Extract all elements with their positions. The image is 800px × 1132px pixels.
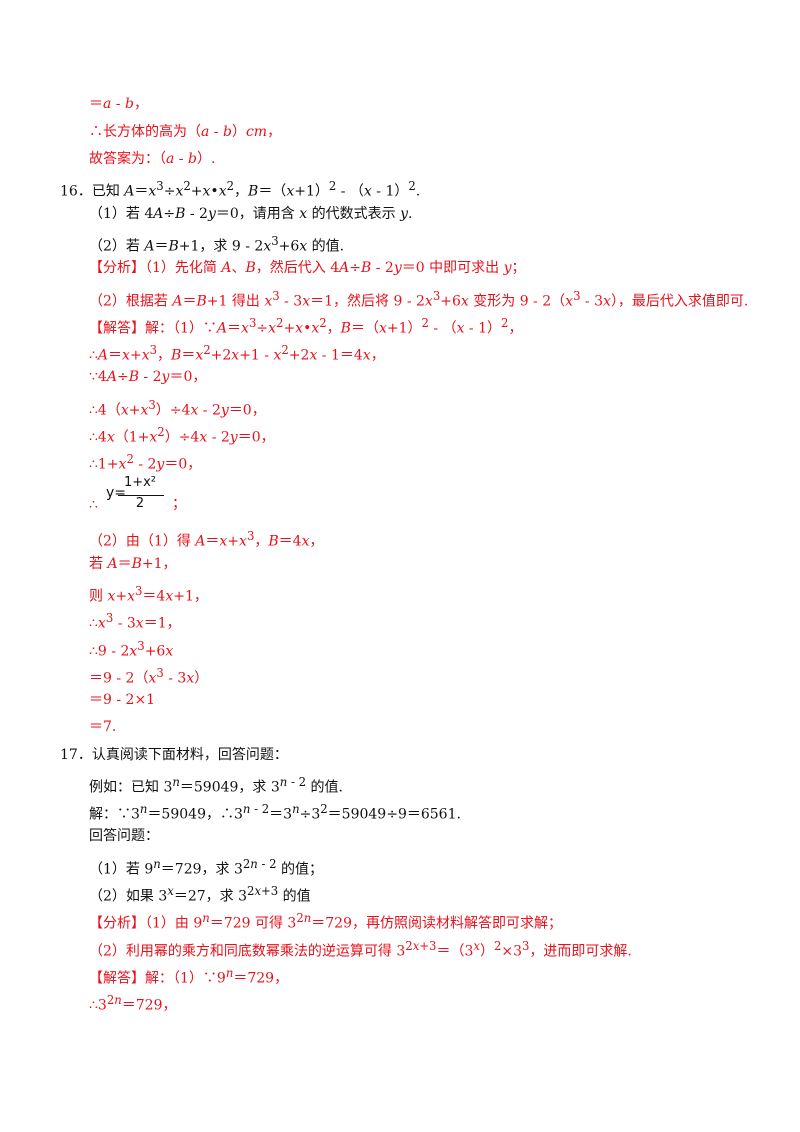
- text-line-l28: 回答问题：: [89, 828, 159, 844]
- text-line-l33: 【解答】解：（1）∵9n＝729，: [89, 966, 289, 987]
- text-line-l15: ∴: [89, 497, 98, 513]
- text-line-l05: （1）若 4A÷B - 2y＝0，请用含 x 的代数式表示 y.: [89, 206, 413, 222]
- text-line-l27: 解：∵3n＝59049，∴3n - 2＝3n÷32＝59049÷9＝6561.: [89, 802, 461, 823]
- text-line-l30: （2）如果 3x＝27，求 32x+3 的值: [89, 884, 311, 905]
- text-line-l21: ∴9 - 2x3+6x: [89, 639, 174, 660]
- text-line-l13: ∴4x（1+x2）÷4x - 2y＝0，: [89, 425, 275, 446]
- text-line-l06: （2）若 A＝B+1，求 9 - 2x3+6x 的值.: [89, 234, 345, 255]
- fraction-bar: [118, 495, 164, 496]
- text-line-l18: 若 A＝B+1，: [89, 556, 177, 572]
- text-line-l34: ∴32n＝729，: [89, 993, 177, 1014]
- text-line-l32: （2）利用幂的乘方和同底数幂乘法的逆运算可得 32x+3＝（3x）2×33，进而…: [89, 939, 632, 960]
- text-line-l08: （2）根据若 A＝B+1 得出 x3 - 3x＝1，然后将 9 - 2x3+6x…: [89, 289, 749, 310]
- formula-y-fraction: y= 1+x² 2: [106, 475, 166, 513]
- text-line-l10: ∴A＝x+x3，B＝x2+2x+1 - x2+2x - 1＝4x，: [89, 343, 385, 364]
- text-line-l09: 【解答】解：（1）∵A＝x3÷x2+x•x2，B＝（x+1）2 - （x - 1…: [89, 316, 523, 337]
- text-line-l23: ＝9 - 2×1: [89, 692, 156, 708]
- text-line-l31: 【分析】（1）由 9n＝729 可得 32n＝729，再仿照阅读材料解答即可求解…: [89, 911, 562, 932]
- text-line-l25: 17．认真阅读下面材料，回答问题：: [60, 747, 288, 763]
- formula-numerator: 1+x²: [123, 475, 157, 490]
- text-line-l14: ∴1+x2 - 2y＝0，: [89, 452, 202, 473]
- text-line-l24: ＝7.: [89, 719, 117, 735]
- text-line-l20: ∴x3 - 3x＝1，: [89, 611, 181, 632]
- formula-lhs: y=: [106, 485, 127, 501]
- text-line-l04: 16．已知 A＝x3÷x2+x•x2，B＝（x+1）2 - （x - 1）2.: [60, 179, 421, 200]
- text-line-l17: （2）由（1）得 A＝x+x3，B＝4x，: [89, 529, 324, 550]
- text-line-l07: 【分析】（1）先化简 A、B，然后代入 4A÷B - 2y＝0 中即可求出 y；: [89, 260, 526, 276]
- text-line-l19: 则 x+x3＝4x+1，: [89, 584, 208, 605]
- text-line-l26: 例如：已知 3n＝59049，求 3n - 2 的值.: [89, 775, 343, 796]
- formula-denominator: 2: [135, 496, 145, 511]
- text-line-l02: ∴长方体的高为（a - b）cm，: [89, 124, 282, 140]
- text-line-l11: ∵4A÷B - 2y＝0，: [89, 369, 207, 385]
- text-line-l22: ＝9 - 2（x3 - 3x）: [89, 666, 209, 687]
- text-line-l03: 故答案为：（a - b）.: [89, 151, 216, 167]
- text-line-l01: ＝a - b，: [89, 96, 148, 112]
- text-line-l12: ∴4（x+x3）÷4x - 2y＝0，: [89, 398, 266, 419]
- text-line-l29: （1）若 9n＝729，求 32n - 2 的值；: [89, 857, 324, 878]
- text-line-l16: ；: [172, 496, 186, 512]
